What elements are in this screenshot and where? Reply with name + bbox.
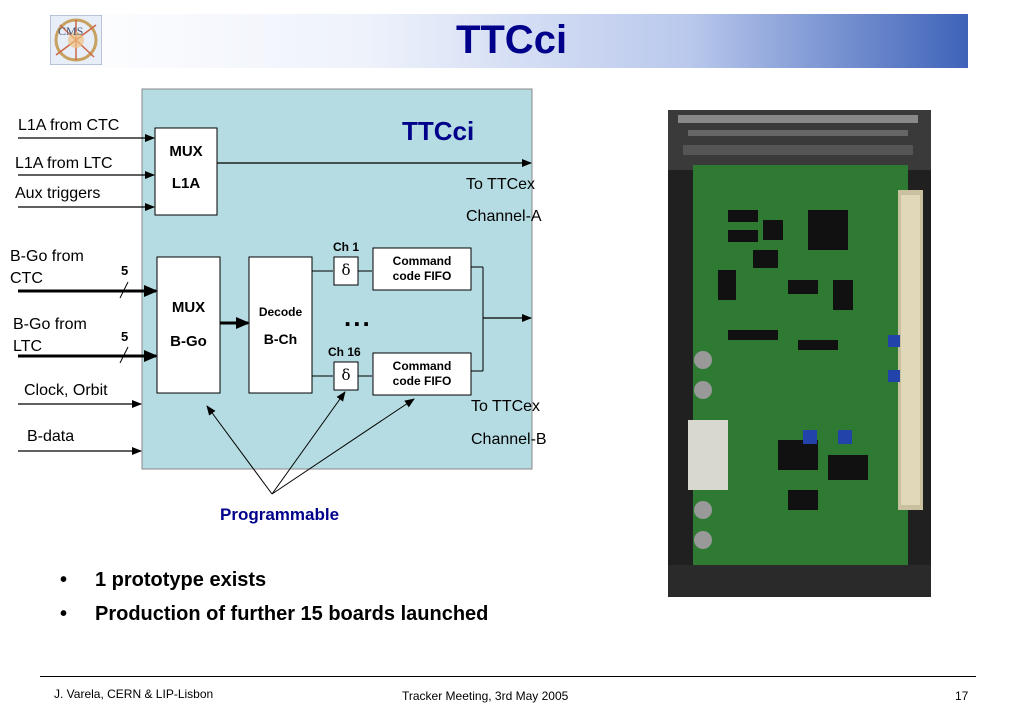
page-number: 17 xyxy=(955,689,969,703)
input-b-data: B-data xyxy=(27,428,75,445)
bus-width-label: 5 xyxy=(121,329,129,344)
fifo-box-ch16 xyxy=(372,352,472,396)
fifo-label: Command code FIFO xyxy=(392,254,452,283)
fifo-box-ch1 xyxy=(372,247,472,291)
mux-l1a-label: L1A xyxy=(171,175,201,192)
mux-l1a-label: MUX xyxy=(169,143,203,160)
output-b-line2: Channel-B xyxy=(471,431,547,448)
mux-bgo-label: MUX xyxy=(171,299,206,316)
footer-meeting: Tracker Meeting, 3rd May 2005 xyxy=(402,689,569,703)
delta-box-ch16 xyxy=(333,361,359,391)
input-bgo-ltc: B-Go from LTC xyxy=(13,316,87,355)
decode-box xyxy=(248,256,313,394)
ellipsis: ... xyxy=(344,302,372,332)
channel-16-label: Ch 16 xyxy=(328,345,361,359)
input-l1a-ltc: L1A from LTC xyxy=(15,155,113,172)
board-photo xyxy=(668,110,931,597)
input-clock-orbit: Clock, Orbit xyxy=(24,382,108,399)
channel-1-label: Ch 1 xyxy=(333,240,360,254)
output-a-line2: Channel-A xyxy=(466,208,542,225)
cms-logo-icon: CMS xyxy=(50,15,102,65)
fifo-label: Command code FIFO xyxy=(392,359,452,388)
footer-author: J. Varela, CERN & LIP-Lisbon xyxy=(54,687,214,701)
footer-divider xyxy=(40,676,976,677)
input-aux-triggers: Aux triggers xyxy=(15,185,101,202)
delta-symbol: δ xyxy=(341,366,351,384)
input-l1a-ctc: L1A from CTC xyxy=(18,117,120,134)
output-a-line1: To TTCex xyxy=(466,176,536,193)
decode-label: Decode xyxy=(258,305,303,319)
bullet-marker: • xyxy=(60,603,68,625)
output-b-line1: To TTCex xyxy=(471,398,541,415)
mux-bgo-box xyxy=(156,256,221,394)
bullet-item: 1 prototype exists xyxy=(95,569,267,591)
bullet-marker: • xyxy=(60,569,68,591)
mux-l1a-box xyxy=(154,127,218,216)
bus-width-label: 5 xyxy=(121,263,129,278)
slide-title: TTCci xyxy=(455,18,568,62)
header-bar xyxy=(40,14,968,68)
delta-symbol: δ xyxy=(341,261,351,279)
decode-label: B-Ch xyxy=(263,331,298,347)
diagram-title: TTCci xyxy=(402,116,475,146)
delta-box-ch1 xyxy=(333,256,359,286)
input-bgo-ctc: B-Go from CTC xyxy=(10,248,84,287)
mux-bgo-label: B-Go xyxy=(170,333,207,350)
programmable-label: Programmable xyxy=(220,505,340,524)
svg-text:CMS: CMS xyxy=(58,24,83,38)
bullet-item: Production of further 15 boards launched xyxy=(95,603,489,625)
